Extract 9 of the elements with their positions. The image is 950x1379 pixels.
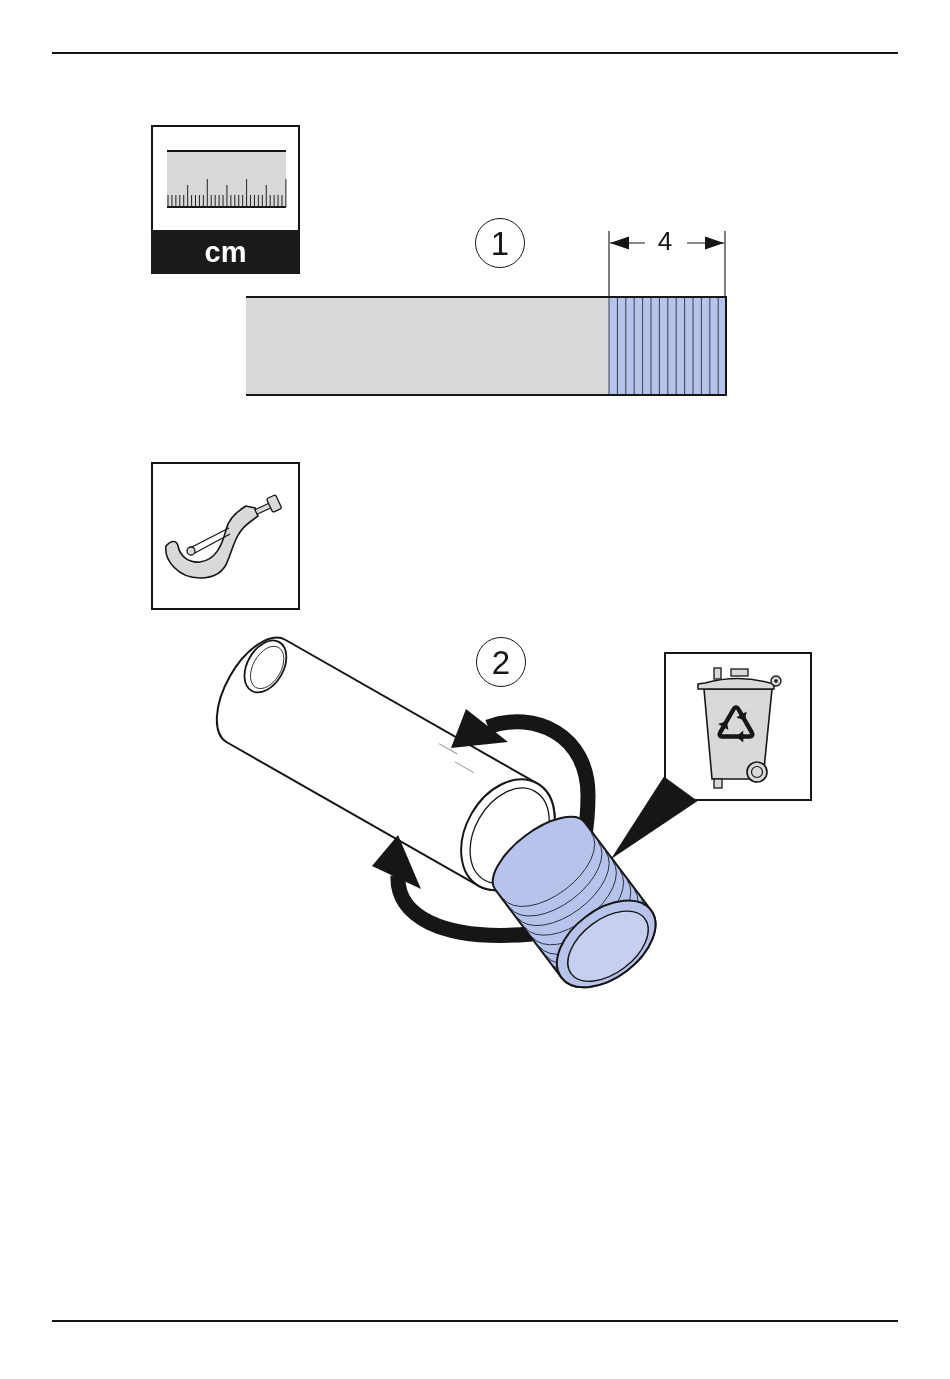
callout-pointer	[611, 776, 698, 859]
ruler-card	[151, 125, 300, 274]
pipe-cutter-card	[151, 462, 300, 610]
recycling-callout-box	[664, 652, 812, 801]
step-number: 1	[475, 218, 525, 268]
cut-pipe-piece	[492, 816, 656, 988]
step-number: 2	[476, 637, 526, 687]
dimension-label: 4	[657, 228, 673, 254]
unit-label: cm	[151, 230, 300, 274]
